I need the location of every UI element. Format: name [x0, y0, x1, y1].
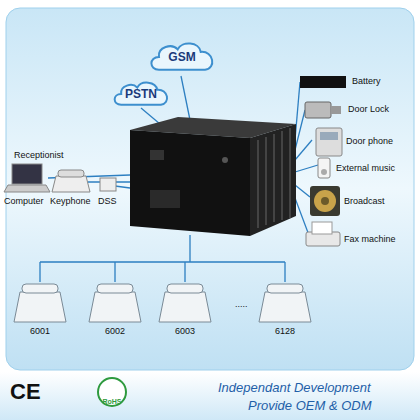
rohs-logo [98, 378, 126, 406]
ce-mark: CE [10, 380, 41, 404]
slogan: Independant Development [218, 381, 371, 395]
battery-icon [300, 76, 346, 88]
laptop-icon [4, 164, 50, 192]
rohs-logo-text: RoHS [102, 398, 121, 406]
device-label: Computer [4, 197, 44, 207]
footer-band [0, 372, 420, 420]
panel [6, 8, 414, 370]
music-player-icon [318, 158, 330, 178]
wires [40, 76, 318, 282]
device-label: DSS [98, 197, 117, 207]
dss-icon [100, 178, 116, 191]
device-label: Keyphone [50, 197, 91, 207]
extension-number: 6003 [175, 327, 195, 337]
device-label: Fax machine [344, 235, 396, 245]
slogan: Provide OEM & ODM [248, 399, 372, 413]
door-phone-icon [316, 128, 342, 156]
cloud-node: PSTN [110, 78, 172, 110]
extension-number: 6002 [105, 327, 125, 337]
door-lock-icon [305, 102, 341, 118]
device-label: Battery [352, 77, 381, 87]
fax-icon [306, 222, 340, 246]
extension-number: 6001 [30, 327, 50, 337]
extension-number: 6128 [275, 327, 295, 337]
device-label: Door Lock [348, 105, 389, 115]
cloud-label: PSTN [125, 87, 157, 101]
keyphone-icon [52, 170, 90, 192]
ellipsis: ..... [235, 300, 248, 310]
device-label: Broadcast [344, 197, 385, 207]
cloud-node: GSM [146, 38, 218, 76]
speaker-icon [310, 186, 340, 216]
extension-phones [14, 284, 311, 322]
device-label: Door phone [346, 137, 393, 147]
cloud-label: GSM [168, 50, 195, 64]
pbx-cabinet [130, 117, 296, 236]
device-label: Receptionist [14, 151, 64, 161]
device-label: External music [336, 164, 395, 174]
